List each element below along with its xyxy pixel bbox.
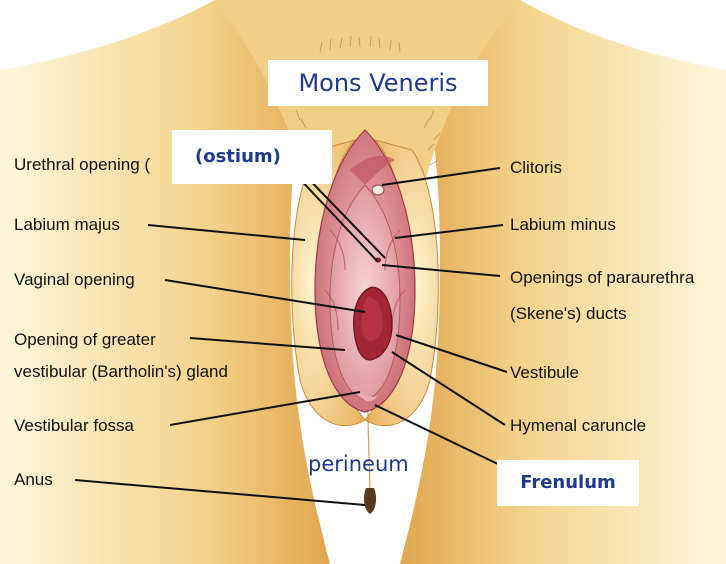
label-greater-vestibular-1: Opening of greater bbox=[14, 330, 156, 350]
mons-veneris-label: Mons Veneris bbox=[268, 60, 488, 106]
label-paraurethral-1: Openings of paraurethra bbox=[510, 268, 694, 288]
label-hymenal-caruncle: Hymenal caruncle bbox=[510, 416, 646, 436]
label-greater-vestibular-2: vestibular (Bartholin's) gland bbox=[14, 362, 228, 382]
label-vestibular-fossa: Vestibular fossa bbox=[14, 416, 134, 436]
label-vaginal-opening: Vaginal opening bbox=[14, 270, 135, 290]
clitoris-glans bbox=[372, 185, 384, 195]
label-vestibule: Vestibule bbox=[510, 363, 579, 383]
label-clitoris: Clitoris bbox=[510, 158, 562, 178]
label-anus: Anus bbox=[14, 470, 53, 490]
perineum-label: perineum bbox=[308, 452, 409, 476]
frenulum-label: Frenulum bbox=[497, 460, 639, 506]
ostium-label: (ostium) bbox=[172, 130, 332, 184]
label-urethral-opening: Urethral opening ( bbox=[14, 155, 150, 175]
label-labium-majus: Labium majus bbox=[14, 215, 120, 235]
label-labium-minus: Labium minus bbox=[510, 215, 616, 235]
label-paraurethral-2: (Skene's) ducts bbox=[510, 304, 627, 324]
